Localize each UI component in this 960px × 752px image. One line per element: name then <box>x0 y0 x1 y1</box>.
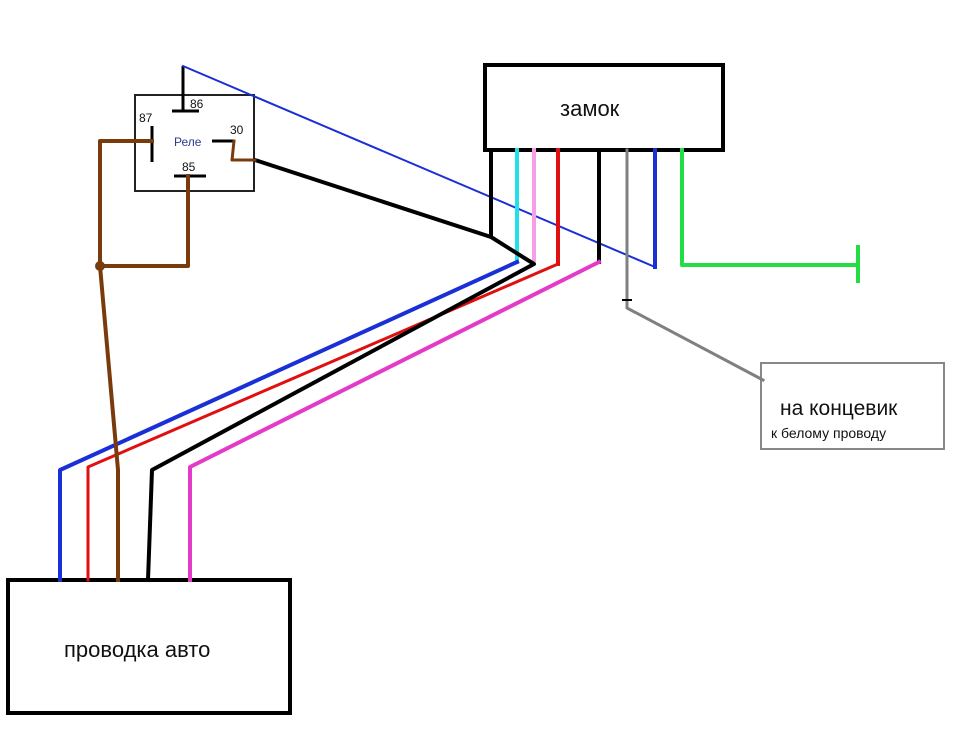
relay-pin-86-label: 86 <box>190 97 204 111</box>
car-wiring-label: проводка авто <box>64 637 210 662</box>
relay: 86 87 30 85 Реле <box>134 66 255 192</box>
limit-switch-sublabel: к белому проводу <box>771 425 886 441</box>
wire-brown-87 <box>98 139 154 582</box>
lock-box <box>483 63 725 152</box>
relay-pin-85-label: 85 <box>182 160 196 174</box>
limit-switch-box <box>760 362 945 450</box>
wire-brown-30 <box>230 139 257 162</box>
wire-black-car <box>145 234 536 583</box>
wire-green <box>680 148 859 267</box>
wire-black-relay <box>252 148 493 239</box>
wire-gray <box>625 148 766 383</box>
wire-brown-85 <box>98 174 190 268</box>
lock-label: замок <box>560 96 620 121</box>
wire-red-car <box>86 262 560 582</box>
wire-blue-car <box>58 259 520 582</box>
wire-pink-car <box>188 259 602 582</box>
relay-pin-30-label: 30 <box>230 123 244 137</box>
brown-junction <box>95 261 105 271</box>
limit-switch-label: на концевик <box>780 397 898 420</box>
relay-pin-87-label: 87 <box>139 111 153 125</box>
relay-title: Реле <box>174 135 202 149</box>
